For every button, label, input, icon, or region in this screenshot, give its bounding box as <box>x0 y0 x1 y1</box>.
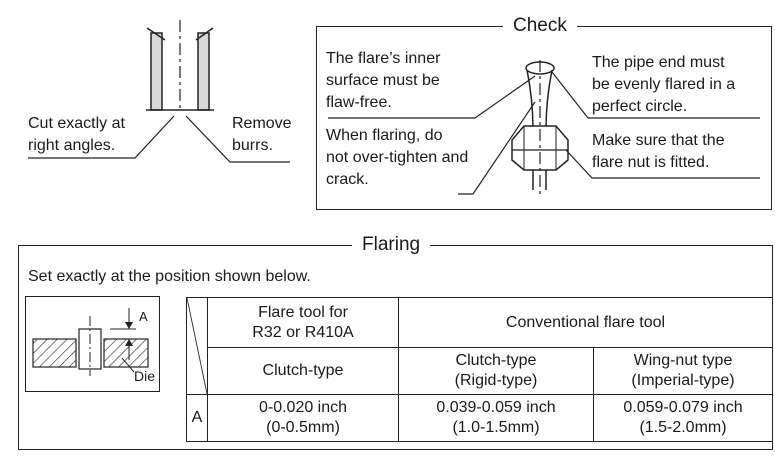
check-perfect-circle: The pipe end must be evenly flared in a … <box>592 54 736 115</box>
die-diagram-box <box>25 296 160 392</box>
check-title: Check <box>503 15 577 37</box>
dim-arrowhead-down <box>125 322 133 329</box>
dim-arrowhead-up <box>125 339 133 346</box>
row-label-a: A <box>186 393 208 443</box>
flaring-table: Flare tool for R32 or R410A Conventional… <box>186 296 773 443</box>
check-overtighten: When flaring, do not over-tighten and cr… <box>326 127 469 188</box>
flaring-instruction: Set exactly at the position shown below. <box>28 268 311 285</box>
subheader-clutch-rigid: Clutch-type (Rigid-type) <box>398 347 594 395</box>
leader-overtighten <box>458 101 536 195</box>
leader-nut-fitted <box>565 149 760 179</box>
subheader-clutch: Clutch-type <box>207 347 399 395</box>
corner-diagonal <box>186 297 208 394</box>
header-r32: Flare tool for R32 or R410A <box>207 296 399 349</box>
value-r32: 0-0.020 inch (0-0.5mm) <box>207 393 399 443</box>
pipe-top-mark-right <box>195 27 214 41</box>
value-wingnut: 0.059-0.079 inch (1.5-2.0mm) <box>593 393 773 443</box>
dimension-label: A <box>139 309 148 324</box>
header-conventional: Conventional flare tool <box>398 296 773 349</box>
die-leader <box>121 357 135 373</box>
subheader-wingnut: Wing-nut type (Imperial-type) <box>593 347 773 395</box>
leader-inner-surface <box>328 75 536 119</box>
leader-burrs <box>185 115 290 163</box>
die-label: Die <box>134 368 156 384</box>
value-clutch-rigid: 0.039-0.059 inch (1.0-1.5mm) <box>398 393 594 443</box>
die-left-block <box>32 338 77 368</box>
check-inner-surface: The flare’s inner surface must be flaw-f… <box>326 50 441 111</box>
flaring-title: Flaring <box>352 234 431 256</box>
pipe-top-mark-left <box>146 27 166 41</box>
burrs-label: Remove burrs. <box>232 115 292 154</box>
check-nut-fitted: Make sure that the flare nut is fitted. <box>592 132 725 171</box>
cut-label: Cut exactly at right angles. <box>28 115 125 154</box>
leader-cut <box>28 115 175 159</box>
leader-perfect-circle <box>551 71 760 119</box>
table-row: A 0-0.020 inch (0-0.5mm) 0.039-0.059 inc… <box>186 393 773 443</box>
table-corner-cell <box>186 297 208 395</box>
